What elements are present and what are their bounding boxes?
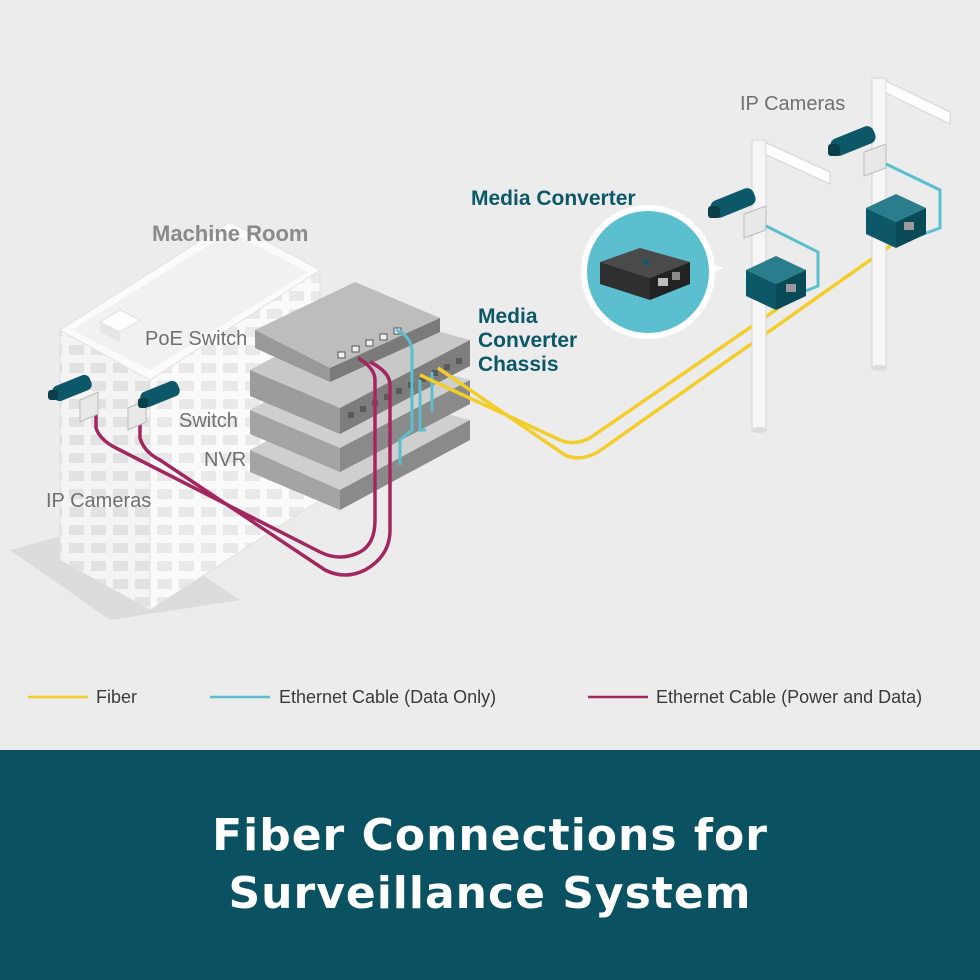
diagram-svg: Machine Room PoE Switch Switch NVR IP Ca… (10, 77, 951, 707)
media-converter-label: Media Converter (471, 187, 636, 210)
legend-label-ethernet-data: Ethernet Cable (Data Only) (279, 687, 496, 707)
machine-room-label: Machine Room (152, 221, 308, 246)
media-converter-device (600, 248, 690, 300)
chassis-label-line2: Converter (478, 329, 577, 352)
banner-title-line2: Surveillance System (228, 868, 752, 919)
camera-left-2 (127, 380, 180, 431)
legend-label-fiber: Fiber (96, 687, 137, 707)
camera-left-1 (48, 374, 99, 423)
camera-right-1 (708, 188, 767, 239)
chassis-label-line1: Media (478, 305, 538, 328)
legend: Fiber Ethernet Cable (Data Only) Etherne… (28, 687, 922, 707)
ip-cameras-right-label: IP Cameras (740, 93, 845, 115)
pole-media-converter-2 (866, 194, 926, 248)
pole-media-converter-1 (746, 256, 806, 310)
poe-switch-label: PoE Switch (145, 328, 247, 350)
chassis-label-line3: Chassis (478, 353, 559, 376)
media-converter-callout (581, 205, 724, 339)
roof-unit (98, 309, 142, 333)
banner-title-line1: Fiber Connections for (212, 810, 768, 861)
poe-cables (94, 356, 392, 577)
legend-label-ethernet-power: Ethernet Cable (Power and Data) (656, 687, 922, 707)
ip-cameras-left-label: IP Cameras (46, 490, 151, 512)
fiber-cables (419, 230, 912, 460)
network-diagram: Machine Room PoE Switch Switch NVR IP Ca… (0, 0, 980, 750)
camera-right-2 (828, 126, 887, 177)
nvr-label: NVR (204, 449, 246, 471)
data-cables-poles (765, 162, 942, 296)
switch-label: Switch (179, 410, 238, 432)
legend-item-ethernet-data: Ethernet Cable (Data Only) (210, 687, 496, 707)
legend-item-fiber: Fiber (28, 687, 137, 707)
title-banner: Fiber Connections for Surveillance Syste… (0, 750, 980, 980)
legend-item-ethernet-power: Ethernet Cable (Power and Data) (588, 687, 922, 707)
rack-equipment (250, 282, 470, 510)
